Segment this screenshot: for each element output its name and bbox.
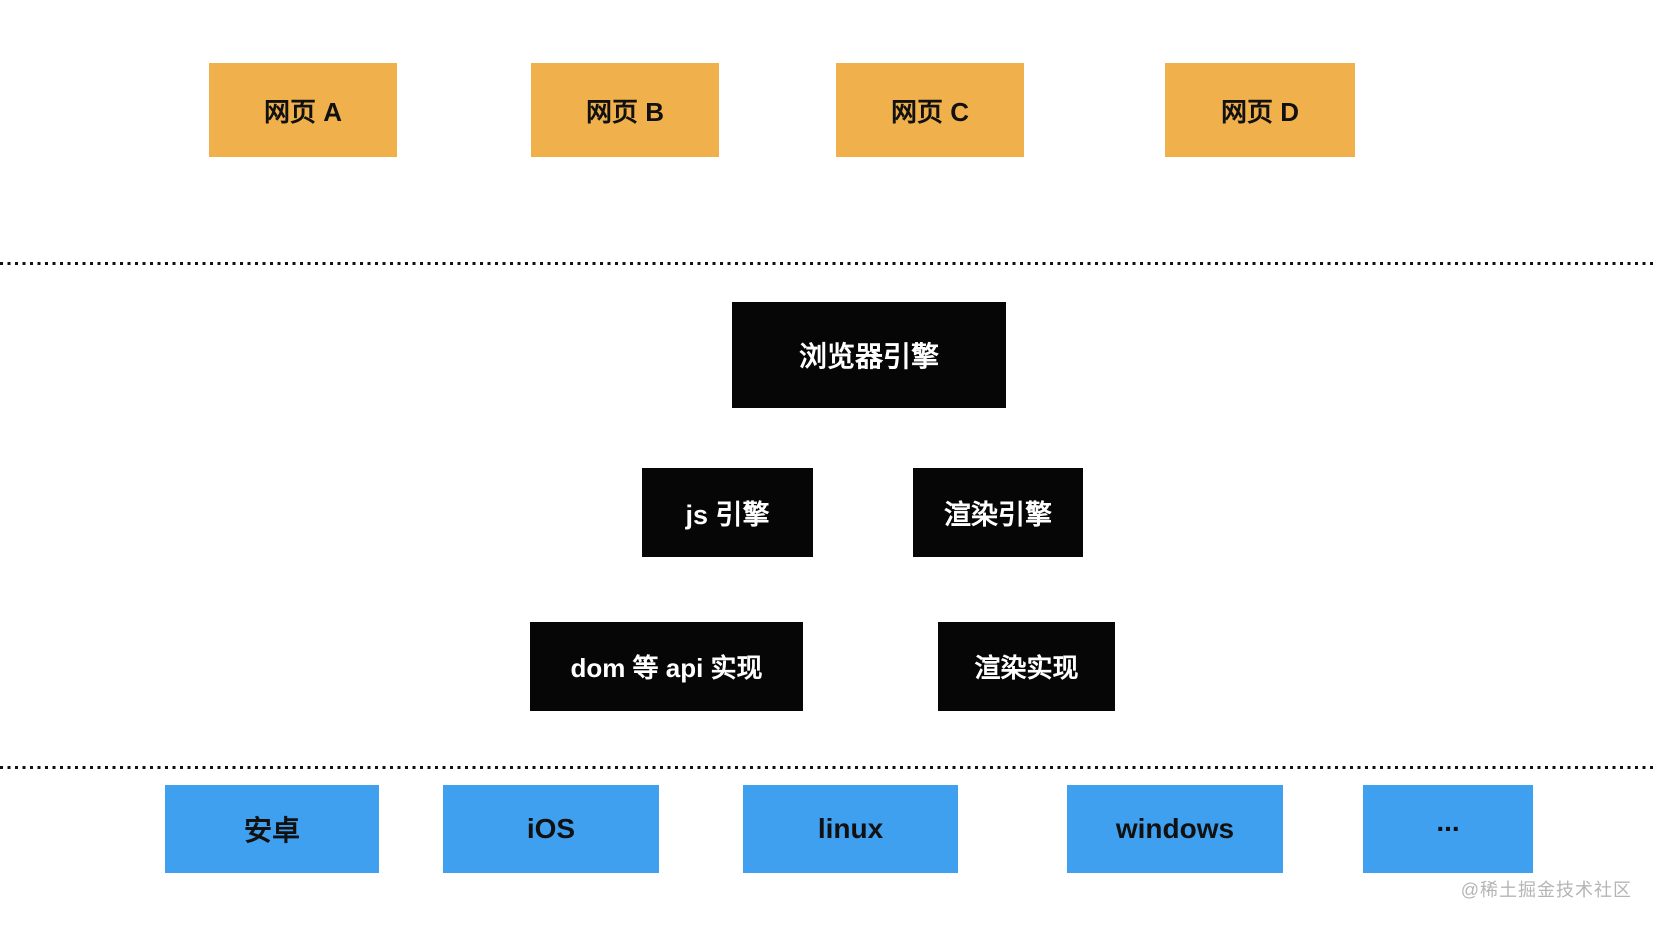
platform-android-label: 安卓 xyxy=(243,815,300,846)
platform-windows-label: windows xyxy=(1115,813,1235,844)
render-implementation-label: 渲染实现 xyxy=(974,653,1079,683)
platform-ios-box: iOS xyxy=(443,785,659,873)
platform-ios-label: iOS xyxy=(526,813,576,844)
webpage-a-label: 网页 A xyxy=(263,96,342,127)
render-implementation-box: 渲染实现 xyxy=(938,622,1115,711)
dotted-separator-bottom xyxy=(0,766,1656,769)
render-engine-label: 渲染引擎 xyxy=(944,500,1052,530)
platform-windows-box: windows xyxy=(1067,785,1283,873)
platform-more-box: ... xyxy=(1363,785,1533,873)
webpage-d-box: 网页 D xyxy=(1165,63,1355,157)
platform-more-label: ... xyxy=(1436,806,1460,837)
browser-engine-box: 浏览器引擎 xyxy=(732,302,1006,408)
dom-api-implementation-label: dom 等 api 实现 xyxy=(570,653,763,683)
webpage-c-box: 网页 C xyxy=(836,63,1024,157)
js-engine-box: js 引擎 xyxy=(642,468,813,557)
webpage-a-box: 网页 A xyxy=(209,63,397,157)
watermark: @稀土掘金技术社区 xyxy=(1460,880,1632,900)
platform-android-box: 安卓 xyxy=(165,785,379,873)
browser-engine-label: 浏览器引擎 xyxy=(798,341,939,372)
js-engine-label: js 引擎 xyxy=(685,500,770,530)
platform-linux-box: linux xyxy=(743,785,958,873)
webpage-d-label: 网页 D xyxy=(1220,96,1299,127)
webpage-b-box: 网页 B xyxy=(531,63,719,157)
dom-api-implementation-box: dom 等 api 实现 xyxy=(530,622,803,711)
render-engine-box: 渲染引擎 xyxy=(913,468,1083,557)
dotted-separator-top xyxy=(0,262,1656,265)
platform-linux-label: linux xyxy=(817,813,884,844)
webpage-b-label: 网页 B xyxy=(585,96,664,127)
webpage-c-label: 网页 C xyxy=(890,96,969,127)
